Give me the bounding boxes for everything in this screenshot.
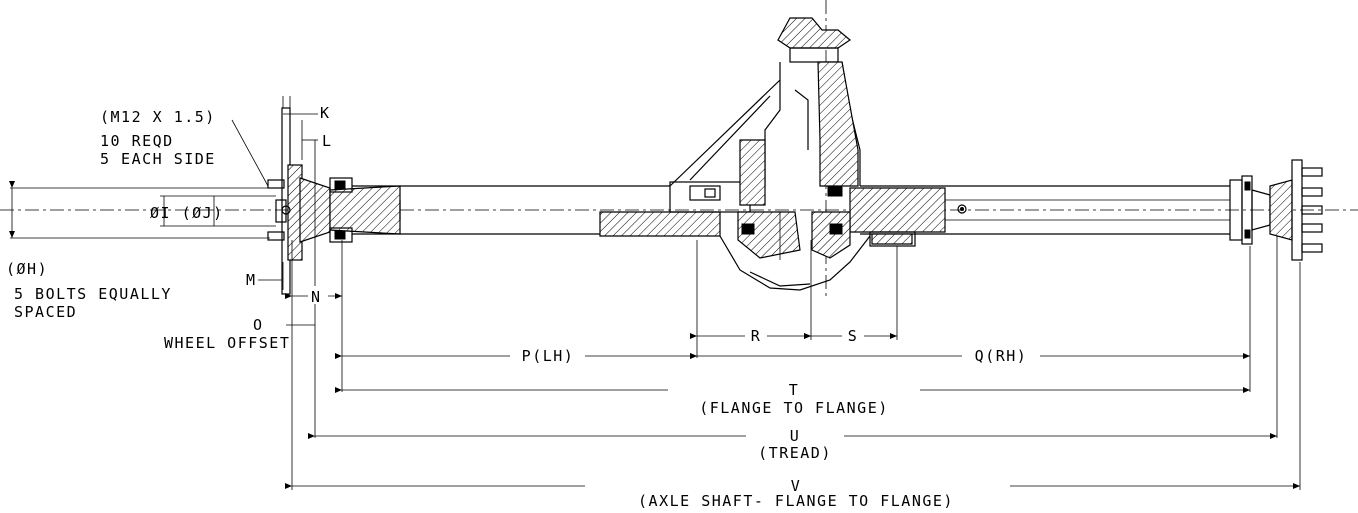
dim-m-label: M — [246, 271, 257, 289]
bolts-label: 5 BOLTS EQUALLY — [14, 285, 172, 303]
thread-spec-label: (M12 X 1.5) — [100, 108, 216, 126]
dim-u-label: U — [790, 427, 801, 445]
dim-r-label: R — [751, 327, 762, 345]
right-wheel-flange — [1229, 159, 1323, 261]
dim-n-label: N — [311, 288, 322, 306]
differential-housing — [669, 17, 916, 291]
dim-k-label: K — [320, 104, 331, 122]
dim-h-label: (ØH) — [6, 260, 48, 278]
wheel-offset-label: WHEEL OFFSET — [164, 334, 290, 352]
dim-q-label: Q(RH) — [975, 347, 1028, 365]
each-side-label: 5 EACH SIDE — [100, 150, 216, 168]
spaced-label: SPACED — [14, 303, 77, 321]
left-wheel-flange — [267, 107, 401, 295]
axle-tubes — [352, 185, 1230, 237]
dim-l-label: L — [322, 132, 333, 150]
dim-u-desc: (TREAD) — [758, 444, 832, 462]
dim-ij-label: ØI (ØJ) — [150, 204, 224, 222]
dim-t-label: T — [789, 381, 800, 399]
dim-p-label: P(LH) — [522, 347, 575, 365]
dim-v-desc: (AXLE SHAFT- FLANGE TO FLANGE) — [638, 492, 954, 510]
required-qty-label: 10 REQD — [100, 132, 174, 150]
dim-v-label: V — [791, 477, 802, 495]
label-masks — [308, 286, 1040, 510]
labels: (M12 X 1.5) 10 REQD 5 EACH SIDE K L ØI (… — [6, 104, 1028, 510]
dim-o-label: O — [253, 316, 264, 334]
dim-t-desc: (FLANGE TO FLANGE) — [699, 399, 889, 417]
dim-s-label: S — [848, 327, 859, 345]
